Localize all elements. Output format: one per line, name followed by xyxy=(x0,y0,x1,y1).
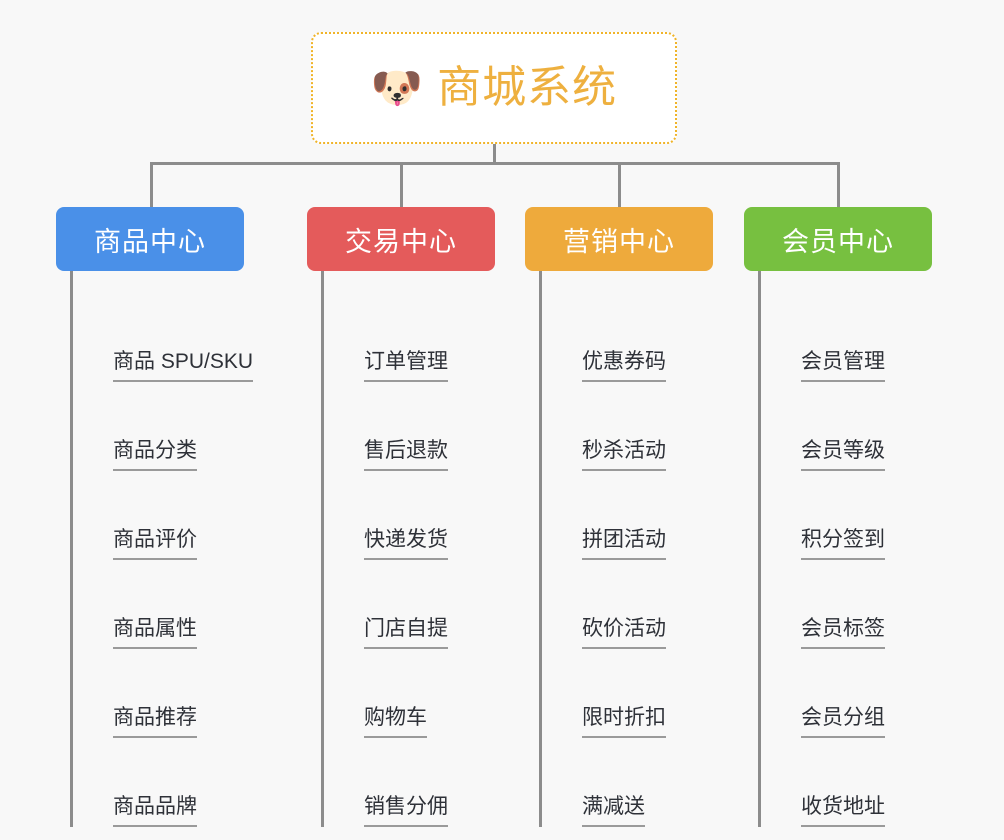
sub-item[interactable]: 门店自提 xyxy=(364,560,495,649)
sub-item-list-trade-center: 订单管理售后退款快递发货门店自提购物车销售分佣 xyxy=(321,271,495,827)
sub-item-list-member-center: 会员管理会员等级积分签到会员标签会员分组收货地址 xyxy=(758,271,932,827)
category-label: 商品中心 xyxy=(94,226,206,257)
category-label: 会员中心 xyxy=(782,226,894,257)
sub-item-label: 商品推荐 xyxy=(113,705,197,738)
sub-item-label: 拼团活动 xyxy=(582,527,666,560)
sub-item[interactable]: 积分签到 xyxy=(801,471,932,560)
sub-item[interactable]: 会员标签 xyxy=(801,560,932,649)
dog-face-icon: 🐶 xyxy=(370,64,424,111)
sub-item[interactable]: 订单管理 xyxy=(364,293,495,382)
column-trade-center: 交易中心订单管理售后退款快递发货门店自提购物车销售分佣 xyxy=(307,207,495,827)
category-box-trade-center[interactable]: 交易中心 xyxy=(307,207,495,271)
sub-item-label: 订单管理 xyxy=(364,349,448,382)
sub-item[interactable]: 会员分组 xyxy=(801,649,932,738)
sub-item-label: 商品分类 xyxy=(113,438,197,471)
sub-item[interactable]: 售后退款 xyxy=(364,382,495,471)
connector-drop-0 xyxy=(150,162,153,208)
sub-item[interactable]: 商品推荐 xyxy=(113,649,244,738)
category-box-marketing-center[interactable]: 营销中心 xyxy=(525,207,713,271)
sub-item-label: 会员分组 xyxy=(801,705,885,738)
sub-item-list-product-center: 商品 SPU/SKU 商品分类商品评价商品属性商品推荐商品品牌 xyxy=(70,271,254,827)
sub-item[interactable]: 优惠券码 xyxy=(582,293,713,382)
category-box-member-center[interactable]: 会员中心 xyxy=(744,207,932,271)
sub-item[interactable]: 会员管理 xyxy=(801,293,932,382)
sub-item-label: 商品 SPU/SKU xyxy=(113,349,254,382)
connector-drop-3 xyxy=(837,162,840,208)
sub-item-label: 商品品牌 xyxy=(113,794,197,827)
category-box-product-center[interactable]: 商品中心 xyxy=(56,207,244,271)
sub-item-label: 会员标签 xyxy=(801,616,885,649)
sub-item-label: 满减送 xyxy=(582,794,645,827)
sub-item-label: 商品评价 xyxy=(113,527,197,560)
sub-item[interactable]: 商品 SPU/SKU xyxy=(113,293,254,382)
root-node-shopping-mall-system[interactable]: 🐶 商城系统 xyxy=(311,32,677,144)
sub-item-label: 优惠券码 xyxy=(582,349,666,382)
sub-item[interactable]: 限时折扣 xyxy=(582,649,713,738)
connector-drop-1 xyxy=(400,162,403,208)
connector-drop-2 xyxy=(618,162,621,208)
sub-item-label: 会员等级 xyxy=(801,438,885,471)
sub-item-label: 砍价活动 xyxy=(582,616,666,649)
connector-horizontal-bus xyxy=(150,162,840,165)
sub-item[interactable]: 砍价活动 xyxy=(582,560,713,649)
column-product-center: 商品中心商品 SPU/SKU 商品分类商品评价商品属性商品推荐商品品牌 xyxy=(56,207,254,827)
sub-item-label: 积分签到 xyxy=(801,527,885,560)
sub-item-label: 快递发货 xyxy=(364,527,448,560)
sub-item[interactable]: 收货地址 xyxy=(801,738,932,827)
sub-item-label: 销售分佣 xyxy=(364,794,448,827)
sub-item[interactable]: 秒杀活动 xyxy=(582,382,713,471)
sub-item-label: 限时折扣 xyxy=(582,705,666,738)
sub-item-label: 商品属性 xyxy=(113,616,197,649)
sub-item-label: 购物车 xyxy=(364,705,427,738)
column-member-center: 会员中心会员管理会员等级积分签到会员标签会员分组收货地址 xyxy=(744,207,932,827)
category-label: 交易中心 xyxy=(345,226,457,257)
sub-item-label: 秒杀活动 xyxy=(582,438,666,471)
category-label: 营销中心 xyxy=(563,226,675,257)
sub-item[interactable]: 会员等级 xyxy=(801,382,932,471)
sub-item[interactable]: 商品评价 xyxy=(113,471,244,560)
column-marketing-center: 营销中心优惠券码秒杀活动拼团活动砍价活动限时折扣满减送 xyxy=(525,207,713,827)
sub-item-label: 收货地址 xyxy=(801,794,885,827)
sub-item[interactable]: 满减送 xyxy=(582,738,713,827)
sub-item[interactable]: 商品分类 xyxy=(113,382,244,471)
sub-item-label: 门店自提 xyxy=(364,616,448,649)
connector-root-vertical xyxy=(493,144,496,164)
sub-item-label: 售后退款 xyxy=(364,438,448,471)
sub-item-list-marketing-center: 优惠券码秒杀活动拼团活动砍价活动限时折扣满减送 xyxy=(539,271,713,827)
sub-item[interactable]: 拼团活动 xyxy=(582,471,713,560)
sub-item-label: 会员管理 xyxy=(801,349,885,382)
root-node-title: 商城系统 xyxy=(437,63,618,112)
sub-item[interactable]: 商品属性 xyxy=(113,560,244,649)
sub-item[interactable]: 购物车 xyxy=(364,649,495,738)
sub-item[interactable]: 快递发货 xyxy=(364,471,495,560)
sub-item[interactable]: 销售分佣 xyxy=(364,738,495,827)
sub-item[interactable]: 商品品牌 xyxy=(113,738,244,827)
